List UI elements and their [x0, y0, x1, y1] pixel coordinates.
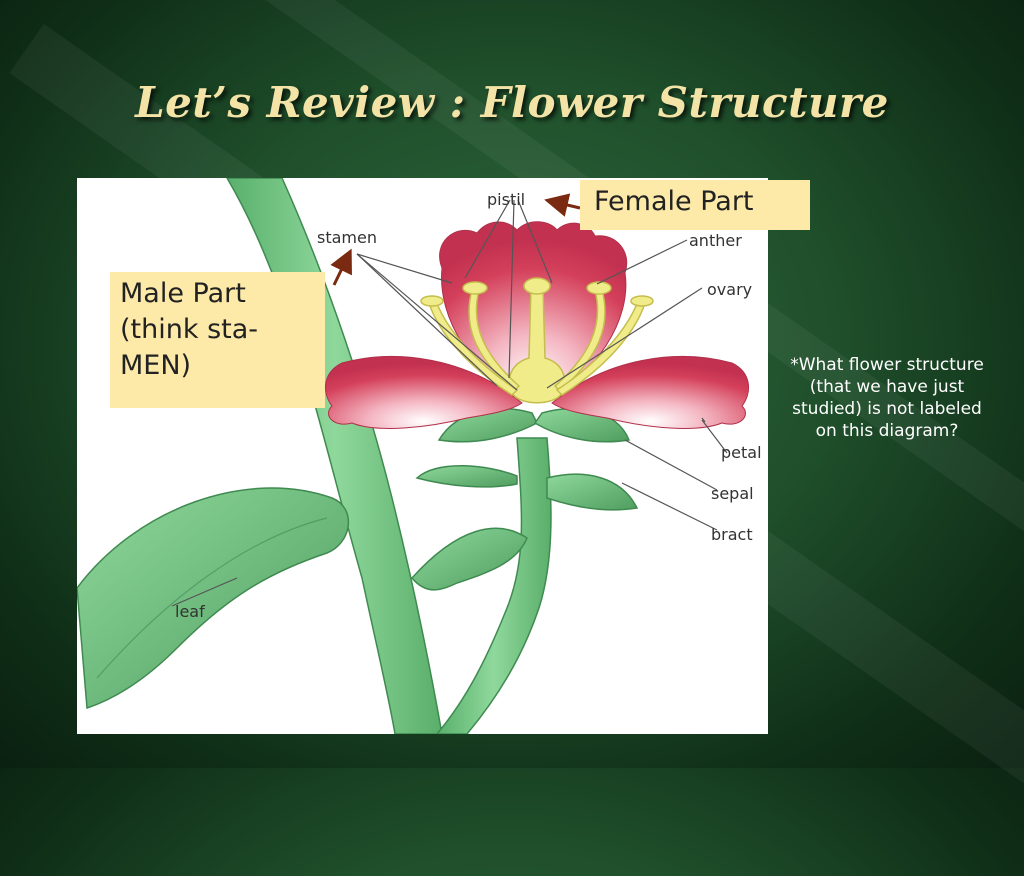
pistil: [508, 287, 566, 404]
bract: [411, 527, 528, 591]
petal: [551, 356, 750, 429]
label-pistil: pistil: [487, 190, 525, 209]
flower-diagram-svg: pistil stamen anther ovary petal sepal b…: [77, 178, 762, 734]
flower-stem: [436, 437, 552, 734]
main-stem: [226, 178, 443, 734]
label-sepal: sepal: [711, 484, 754, 503]
bract: [415, 465, 518, 488]
male-callout-line: (think sta-: [120, 313, 259, 345]
label-petal: petal: [721, 443, 762, 462]
label-stamen: stamen: [317, 228, 377, 247]
stamen: [420, 281, 654, 396]
review-question: *What flower structure (that we have jus…: [790, 355, 984, 442]
leaf: [77, 487, 349, 710]
male-callout-line: MEN): [120, 349, 192, 381]
flower-diagram: pistil stamen anther ovary petal sepal b…: [77, 178, 768, 734]
label-leaf: leaf: [175, 602, 205, 621]
label-ovary: ovary: [707, 280, 752, 299]
bract: [546, 473, 639, 511]
label-bract: bract: [711, 525, 753, 544]
male-part-callout: Male Part (think sta- MEN): [110, 272, 325, 408]
slide-title: Let’s Review : Flower Structure: [135, 78, 889, 127]
male-callout-line: Male Part: [120, 278, 246, 309]
female-part-callout: Female Part: [580, 180, 810, 230]
petal: [324, 356, 523, 429]
pointer-lines: [171, 199, 728, 607]
label-anther: anther: [689, 231, 742, 250]
